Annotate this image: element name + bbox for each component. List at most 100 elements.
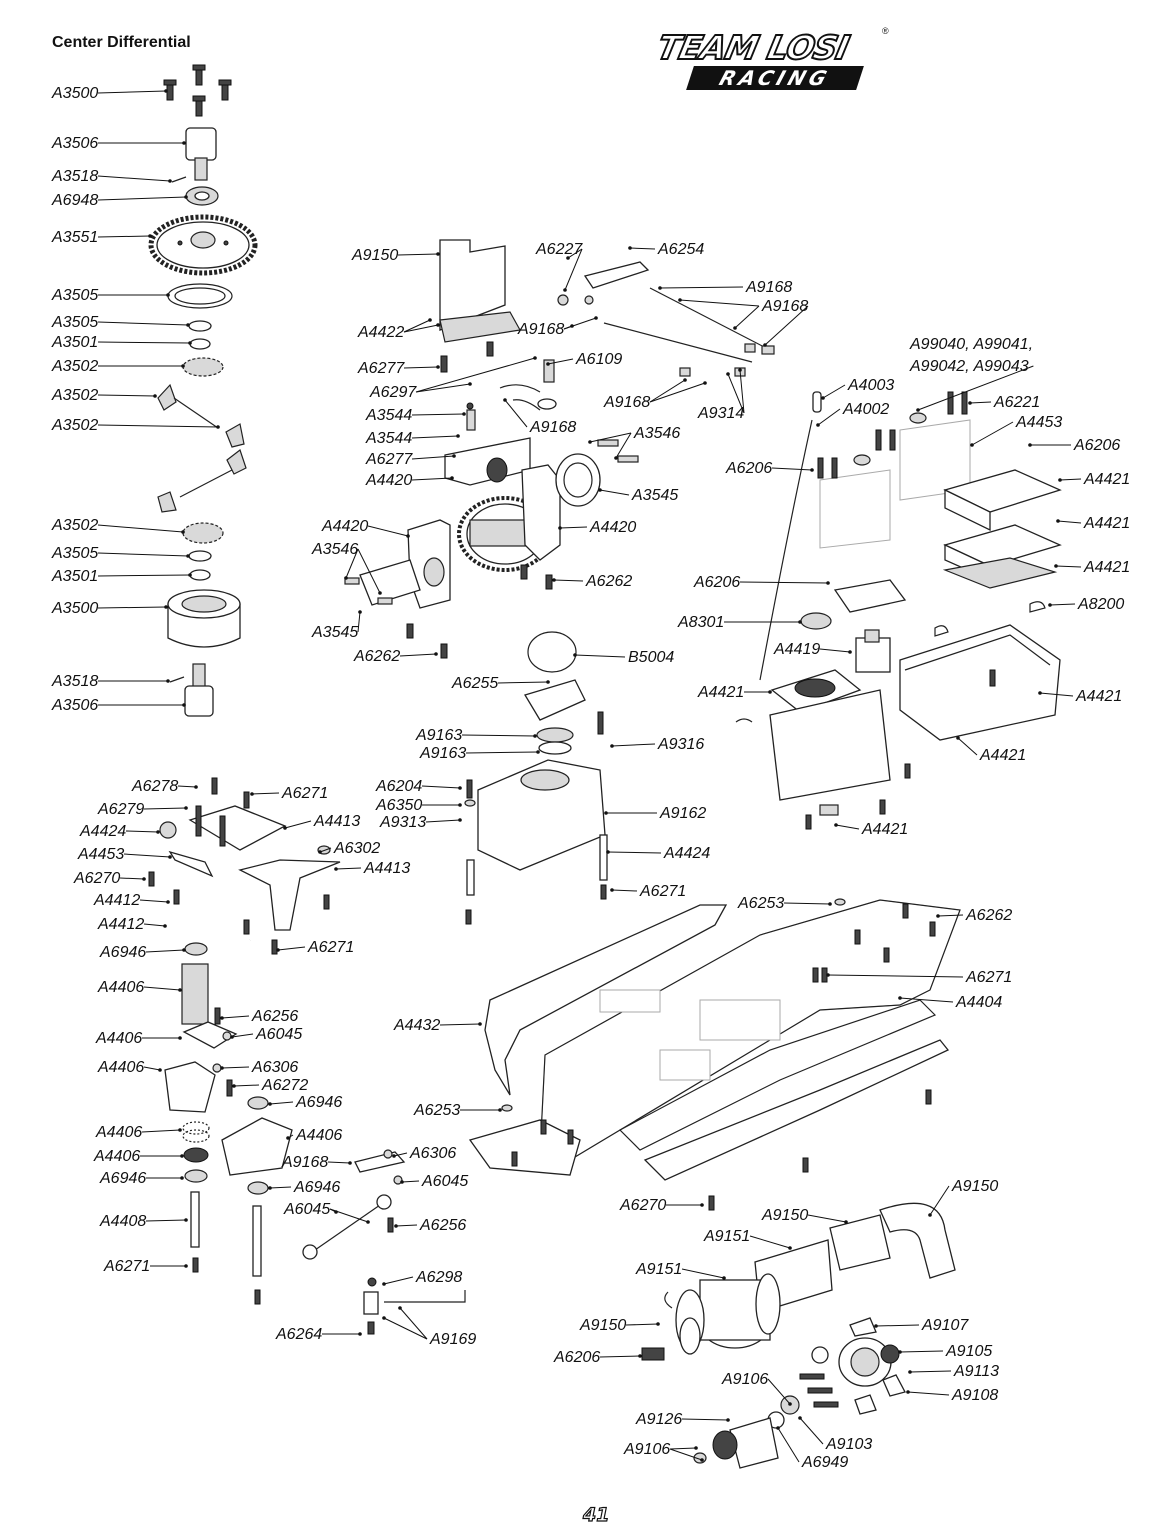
leader-line <box>345 548 359 579</box>
brake-disc-icon <box>555 453 601 507</box>
callout-label: A3501 <box>51 334 98 351</box>
leader-line <box>563 317 597 330</box>
callout-label: A6271 <box>307 939 354 956</box>
leader-line <box>411 477 453 481</box>
callout-label: A9169 <box>429 1331 476 1348</box>
leader-arrowhead <box>358 610 362 614</box>
leader-arrowhead <box>452 454 456 458</box>
leader-line <box>399 1307 428 1340</box>
leader-arrowhead <box>400 1180 404 1184</box>
leader-line <box>251 792 280 795</box>
linkage-rod <box>603 322 753 363</box>
leader-line <box>649 382 706 403</box>
leader-line <box>97 424 219 428</box>
leader-arrowhead <box>573 653 577 657</box>
callout-label: A4413 <box>363 860 410 877</box>
callout-label: A8200 <box>1077 596 1124 613</box>
leader-line <box>827 974 964 978</box>
fuel-cap-icon <box>524 679 586 721</box>
shim-icon <box>189 338 211 350</box>
leader-line <box>749 1235 791 1249</box>
servo-saver-arm <box>182 1021 238 1049</box>
leader-line <box>367 525 409 537</box>
leader-line <box>681 1418 729 1421</box>
leader-arrowhead <box>898 996 902 1000</box>
bevel-gear-icon <box>182 522 224 544</box>
leader-arrowhead <box>450 476 454 480</box>
leader-line <box>327 1161 351 1164</box>
leader-line <box>607 851 662 854</box>
o-ring-icon <box>188 550 212 562</box>
leader-line <box>97 574 191 577</box>
leader-arrowhead <box>694 1446 698 1450</box>
leader-arrowhead <box>788 1402 792 1406</box>
leader-arrowhead <box>968 401 972 405</box>
leader-line <box>567 248 583 259</box>
leader-line <box>599 489 630 496</box>
center-differential-parts <box>148 64 258 717</box>
leader-arrowhead <box>700 1458 704 1462</box>
leader-line <box>649 379 686 403</box>
leader-line <box>1057 520 1082 524</box>
leader-arrowhead <box>406 534 410 538</box>
callout-label: A9113 <box>953 1363 999 1380</box>
callout-label: A4453 <box>1015 414 1062 431</box>
callout-label: A6227 <box>535 241 583 258</box>
callout-label: A4421 <box>1083 471 1130 488</box>
leader-arrowhead <box>604 811 608 815</box>
leader-line <box>97 175 171 182</box>
leader-line <box>767 1378 791 1405</box>
leader-arrowhead <box>148 234 152 238</box>
callout-label: A4420 <box>365 472 412 489</box>
callout-label: A9168 <box>745 279 792 296</box>
leader-line <box>425 819 461 823</box>
leader-arrowhead <box>722 1276 726 1280</box>
leader-arrowhead <box>163 924 167 928</box>
leader-line <box>411 455 455 460</box>
leader-line <box>357 611 361 633</box>
leader-line <box>461 734 536 737</box>
leader-arrowhead <box>180 1176 184 1180</box>
leader-line <box>659 286 744 289</box>
callout-label: A9150 <box>951 1178 998 1195</box>
leader-arrowhead <box>552 578 556 582</box>
leader-line <box>329 1208 369 1223</box>
leader-arrowhead <box>566 256 570 260</box>
leader-line <box>97 552 189 557</box>
callout-label: A6204 <box>375 778 422 795</box>
leader-arrowhead <box>230 1035 234 1039</box>
callout-label: A4406 <box>95 1030 142 1047</box>
leader-line <box>611 889 638 892</box>
bearing-icon <box>247 1096 269 1110</box>
leader-arrowhead <box>768 690 772 694</box>
leader-arrowhead <box>936 914 940 918</box>
callout-leader-lines <box>97 89 1082 1463</box>
leader-arrowhead <box>594 316 598 320</box>
callout-label: A6272 <box>261 1077 308 1094</box>
callout-label: A4002 <box>842 401 889 418</box>
leader-arrowhead <box>188 341 192 345</box>
leader-arrowhead <box>776 1426 780 1430</box>
callout-label: A4412 <box>97 916 144 933</box>
callout-label: A9106 <box>721 1371 768 1388</box>
leader-arrowhead <box>563 288 567 292</box>
callout-label: A4432 <box>393 1017 440 1034</box>
leader-arrowhead <box>970 443 974 447</box>
callout-label: A3551 <box>51 229 98 246</box>
leader-line <box>764 305 809 346</box>
callout-label: A6262 <box>585 573 632 590</box>
callout-label: A3546 <box>311 541 358 558</box>
leader-arrowhead <box>348 1161 352 1165</box>
leader-line <box>681 1268 725 1279</box>
leader-line <box>143 923 166 927</box>
callout-label: A3545 <box>311 624 358 641</box>
callout-label: A6206 <box>725 460 772 477</box>
callout-label: A9151 <box>703 1228 750 1245</box>
callout-label: A9313 <box>379 814 426 831</box>
callout-label: A6946 <box>99 944 146 961</box>
leader-line <box>929 1185 950 1216</box>
leader-line <box>397 253 439 256</box>
leader-line <box>143 986 181 991</box>
receiver-box <box>769 689 891 801</box>
callout-label: A6045 <box>283 1201 330 1218</box>
